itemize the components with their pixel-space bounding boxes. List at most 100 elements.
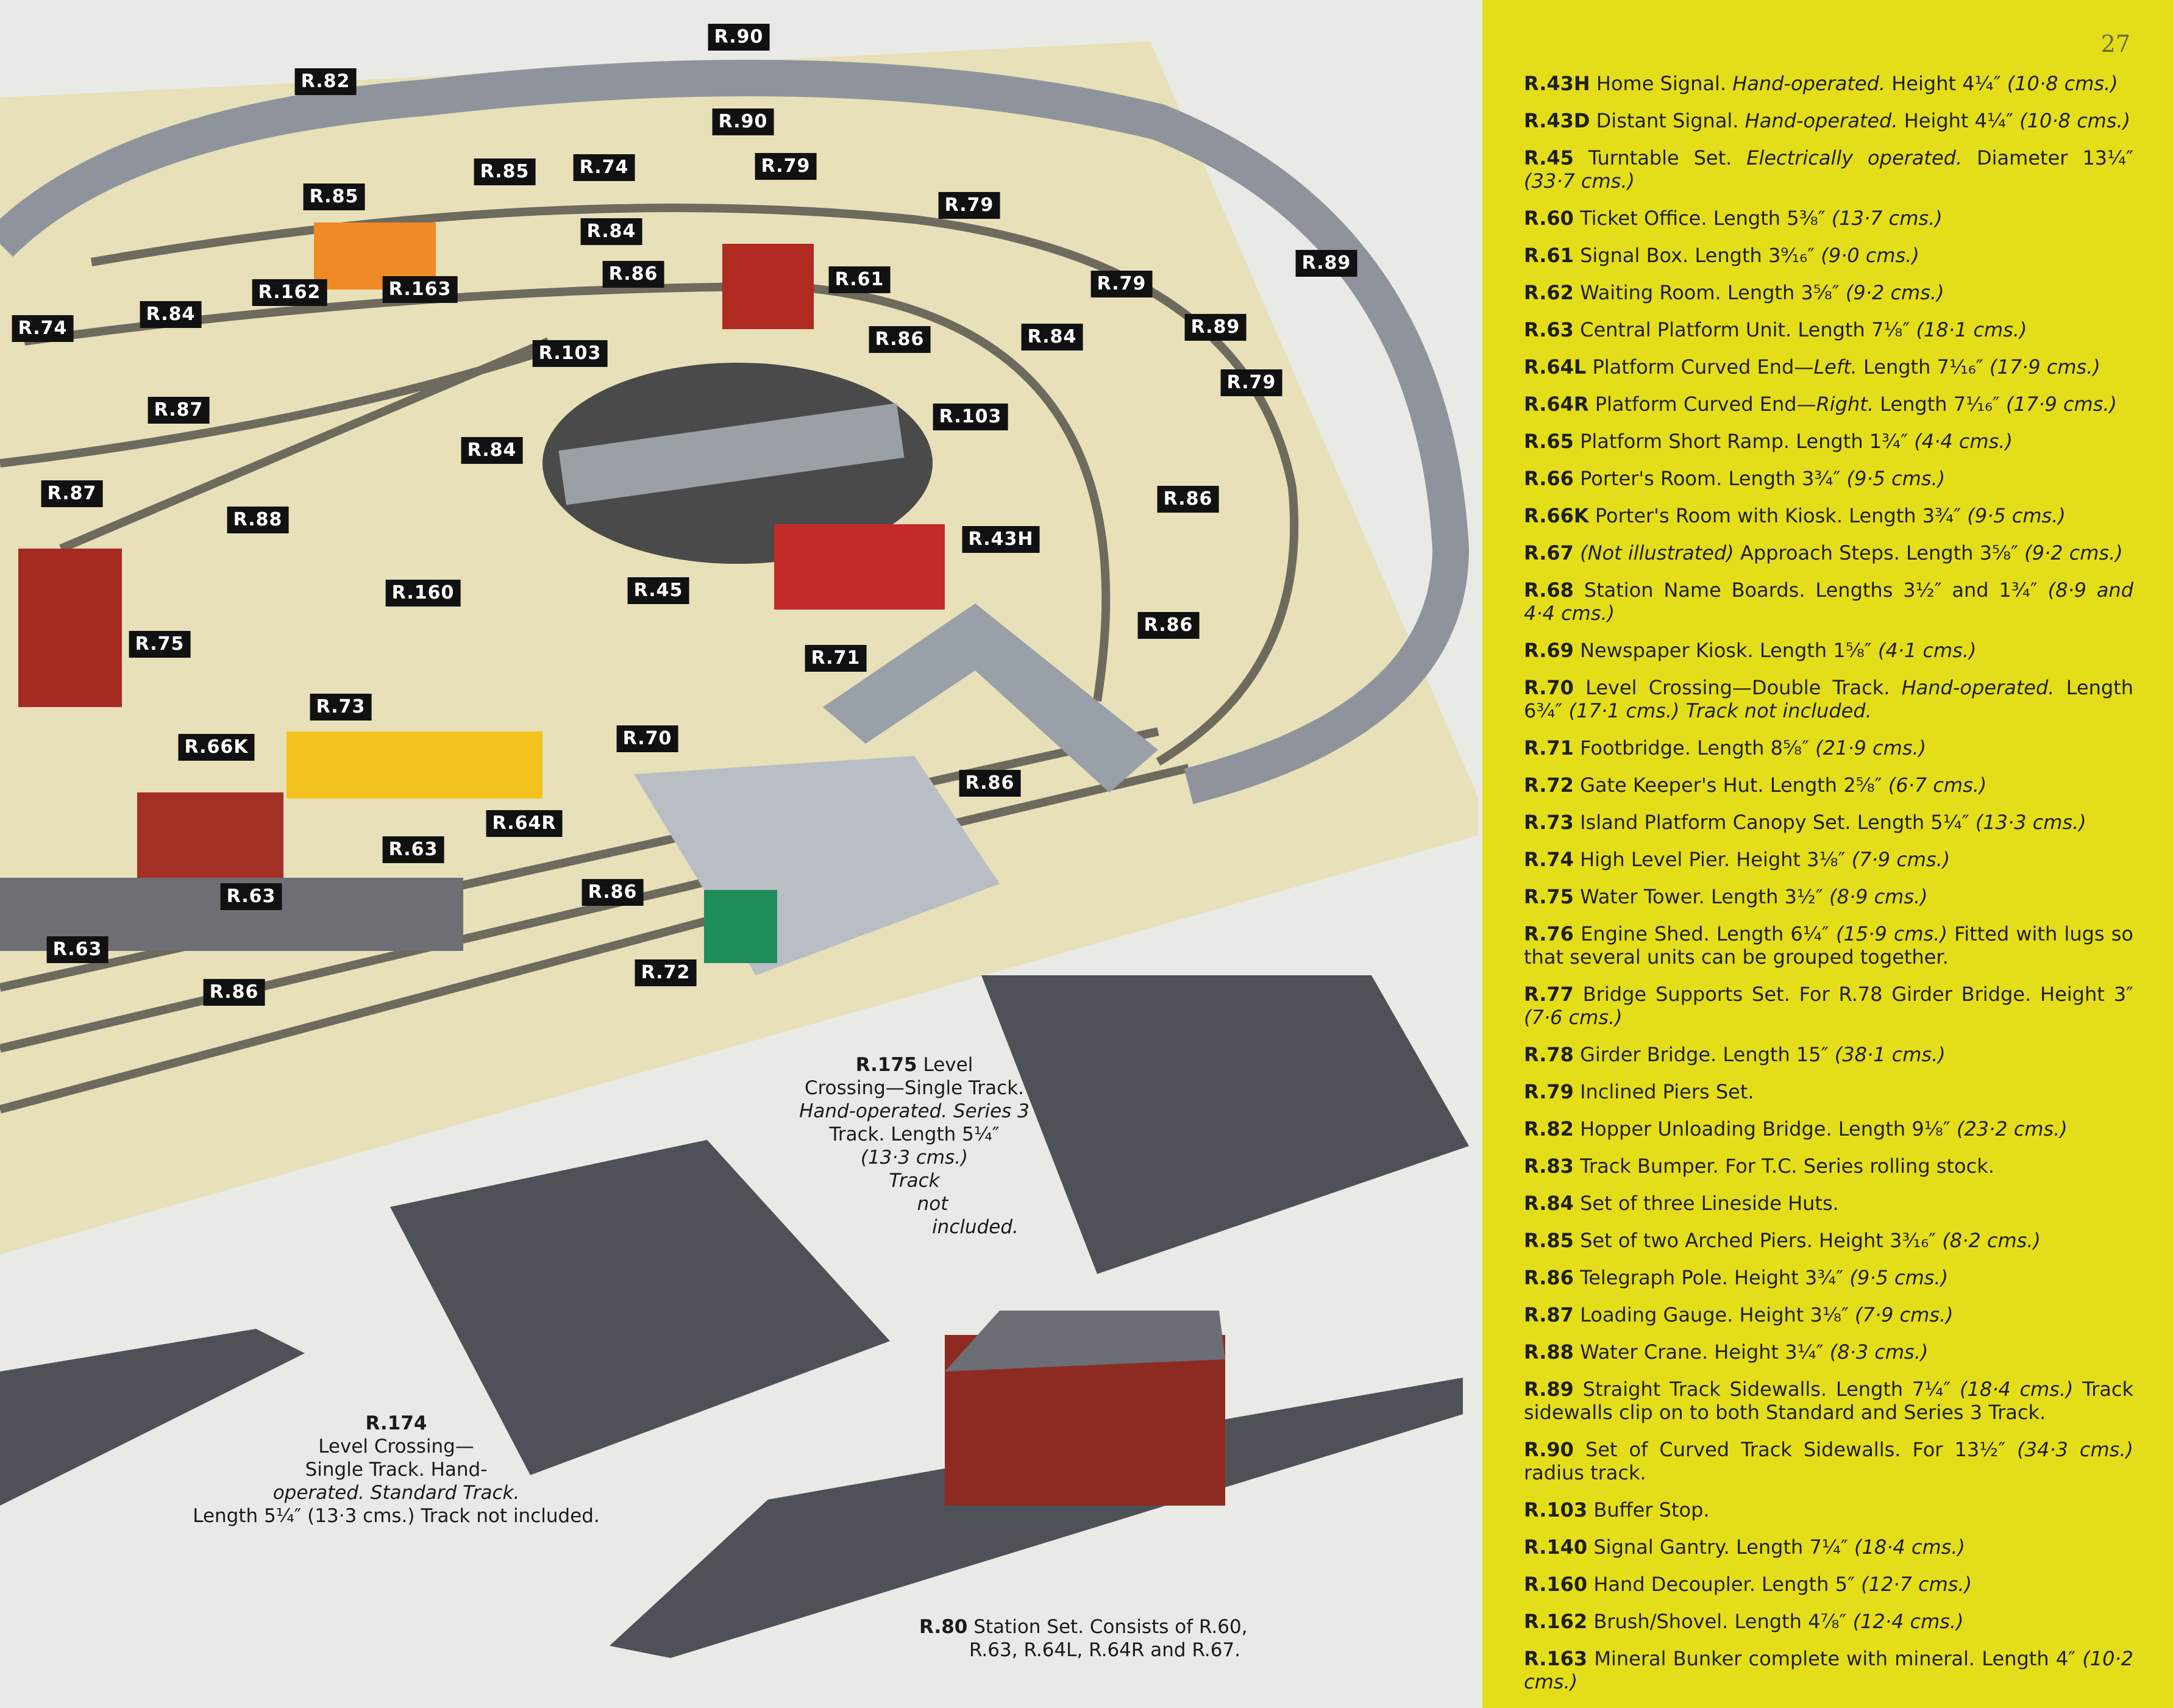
- part-label: R.85: [303, 183, 365, 210]
- part-description: (10·2 cms.): [1524, 1647, 2133, 1693]
- part-description: Brush/Shovel. Length 4⅞″: [1587, 1610, 1853, 1633]
- footbridge: [823, 603, 1158, 792]
- part-code: R.103: [1524, 1498, 1588, 1521]
- part-label: R.64R: [486, 810, 563, 837]
- parts-list-entry: R.64L Platform Curved End—Left. Length 7…: [1524, 355, 2133, 379]
- parts-list-entry: R.63 Central Platform Unit. Length 7⅛″ (…: [1524, 318, 2133, 341]
- part-description: Island Platform Canopy Set. Length 5¼″: [1573, 811, 1976, 834]
- part-label: R.86: [1157, 486, 1219, 513]
- caption-line: R.63, R.64L, R.64R and R.67.: [969, 1639, 1241, 1661]
- parts-list-entry: R.103 Buffer Stop.: [1524, 1498, 2133, 1521]
- part-description: Right.: [1816, 393, 1874, 416]
- part-label: R.90: [712, 109, 774, 135]
- part-code: R.66K: [1524, 504, 1589, 527]
- part-label: R.72: [635, 959, 697, 986]
- part-label: R.84: [580, 218, 642, 245]
- part-label: R.103: [532, 340, 608, 367]
- part-description: Platform Curved End—: [1588, 393, 1816, 416]
- part-label: R.63: [46, 936, 108, 963]
- part-label: R.86: [1137, 612, 1200, 639]
- part-code: R.88: [1524, 1340, 1574, 1364]
- part-code: R.67: [1524, 541, 1574, 564]
- part-description: (17·1 cms.) Track not included.: [1568, 699, 1872, 722]
- partial-platform-left: [0, 1329, 305, 1506]
- part-code: R.162: [1524, 1610, 1588, 1633]
- part-label: R.84: [140, 301, 202, 328]
- page-number: 27: [2100, 30, 2130, 57]
- part-code: R.79: [1524, 1080, 1574, 1103]
- part-code: R.75: [1524, 885, 1574, 908]
- part-code: R.90: [1524, 1438, 1574, 1461]
- part-description: Porter's Room with Kiosk. Length 3¾″: [1588, 504, 1968, 527]
- part-description: Length 6¾″: [1524, 676, 2133, 722]
- part-description: (12·7 cms.): [1861, 1573, 1972, 1596]
- part-label: R.86: [581, 879, 644, 906]
- parts-list-entry: R.60 Ticket Office. Length 5⅜″ (13·7 cms…: [1524, 207, 2133, 230]
- part-description: Hand Decoupler. Length 5″: [1587, 1573, 1862, 1596]
- caption-r174: R.174 Level Crossing— Single Track. Hand…: [152, 1412, 640, 1528]
- parts-list-entry: R.160 Hand Decoupler. Length 5″ (12·7 cm…: [1524, 1573, 2133, 1596]
- caption-line: Single Track. Hand-: [305, 1459, 488, 1481]
- parts-list-entry: R.84 Set of three Lineside Huts.: [1524, 1192, 2133, 1215]
- parts-list-entry: R.61 Signal Box. Length 3⁹⁄₁₆″ (9·0 cms.…: [1524, 244, 2133, 267]
- part-description: Telegraph Pole. Height 3¾″: [1573, 1266, 1850, 1289]
- part-label: R.88: [227, 507, 289, 533]
- part-label: R.160: [385, 580, 461, 607]
- part-label: R.45: [627, 577, 689, 604]
- part-label: R.84: [461, 437, 523, 464]
- part-label: R.86: [869, 326, 931, 353]
- part-label: R.87: [148, 397, 210, 424]
- caption-line: Crossing—Single Track.: [804, 1077, 1025, 1099]
- part-label: R.74: [12, 315, 74, 342]
- part-label: R.90: [708, 24, 770, 51]
- parts-list-entry: R.162 Brush/Shovel. Length 4⅞″ (12·4 cms…: [1524, 1610, 2133, 1633]
- part-label: R.63: [382, 836, 444, 863]
- part-description: (23·2 cms.): [1956, 1117, 2068, 1140]
- part-code: R.77: [1524, 983, 1574, 1006]
- station-platform: [610, 1378, 1463, 1658]
- part-code: R.43D: [1524, 109, 1590, 132]
- part-description: (8·3 cms.): [1829, 1340, 1929, 1364]
- part-description: Set of two Arched Piers. Height 3³⁄₁₆″: [1573, 1229, 1943, 1252]
- part-description: (33·7 cms.): [1524, 169, 1635, 193]
- part-code: R.66: [1524, 467, 1574, 490]
- part-description: (10·8 cms.): [2019, 109, 2131, 132]
- part-description: Height 4¼″: [1885, 72, 2007, 95]
- part-code: R.63: [1524, 318, 1574, 341]
- part-label: R.70: [616, 725, 678, 752]
- porters-room: [137, 792, 283, 890]
- part-label: R.163: [382, 276, 458, 303]
- parts-list-entry: R.45 Turntable Set. Electrically operate…: [1524, 146, 2133, 193]
- parts-list-entry: R.65 Platform Short Ramp. Length 1¾″ (4·…: [1524, 430, 2133, 453]
- part-description: Length 7¹⁄₁₆″: [1874, 393, 2007, 416]
- parts-list-entry: R.140 Signal Gantry. Length 7¼″ (18·4 cm…: [1524, 1535, 2133, 1559]
- parts-list-entry: R.67 (Not illustrated) Approach Steps. L…: [1524, 541, 2133, 564]
- parts-list-entry: R.69 Newspaper Kiosk. Length 1⅝″ (4·1 cm…: [1524, 639, 2133, 662]
- part-description: Newspaper Kiosk. Length 1⅝″: [1573, 639, 1878, 662]
- part-code: R.60: [1524, 207, 1574, 230]
- caption-r80: R.80 Station Set. Consists of R.60, R.63…: [919, 1615, 1309, 1662]
- part-description: Approach Steps. Length 3⅝″: [1734, 541, 2025, 564]
- part-description: Home Signal.: [1590, 72, 1733, 95]
- part-description: (13·7 cms.): [1831, 207, 1943, 230]
- part-description: Hopper Unloading Bridge. Length 9⅛″: [1573, 1117, 1957, 1140]
- part-code: R.64L: [1524, 355, 1587, 379]
- part-description: Girder Bridge. Length 15″: [1573, 1043, 1835, 1066]
- part-description: Set of Curved Track Sidewalls. For 13½″: [1573, 1438, 2018, 1461]
- caption-line: Hand-operated. Series 3: [799, 1100, 1030, 1122]
- parts-list-entry: R.163 Mineral Bunker complete with miner…: [1524, 1647, 2133, 1693]
- part-label: R.84: [1021, 324, 1083, 350]
- part-label: R.89: [1184, 314, 1247, 341]
- part-description: Waiting Room. Length 3⅝″: [1573, 281, 1846, 304]
- part-description: Track Bumper. For T.C. Series rolling st…: [1573, 1155, 1994, 1178]
- part-description: (Not illustrated): [1580, 541, 1734, 564]
- part-label: R.71: [805, 645, 867, 672]
- part-description: (38·1 cms.): [1834, 1043, 1946, 1066]
- part-code: R.69: [1524, 639, 1574, 662]
- part-code: R.140: [1524, 1535, 1588, 1559]
- part-description: (7·6 cms.): [1524, 1006, 1623, 1029]
- parts-list-entry: R.73 Island Platform Canopy Set. Length …: [1524, 811, 2133, 834]
- part-description: (7·9 cms.): [1851, 848, 1951, 871]
- parts-list-entry: R.79 Inclined Piers Set.: [1524, 1080, 2133, 1103]
- part-code: R.82: [1524, 1117, 1574, 1140]
